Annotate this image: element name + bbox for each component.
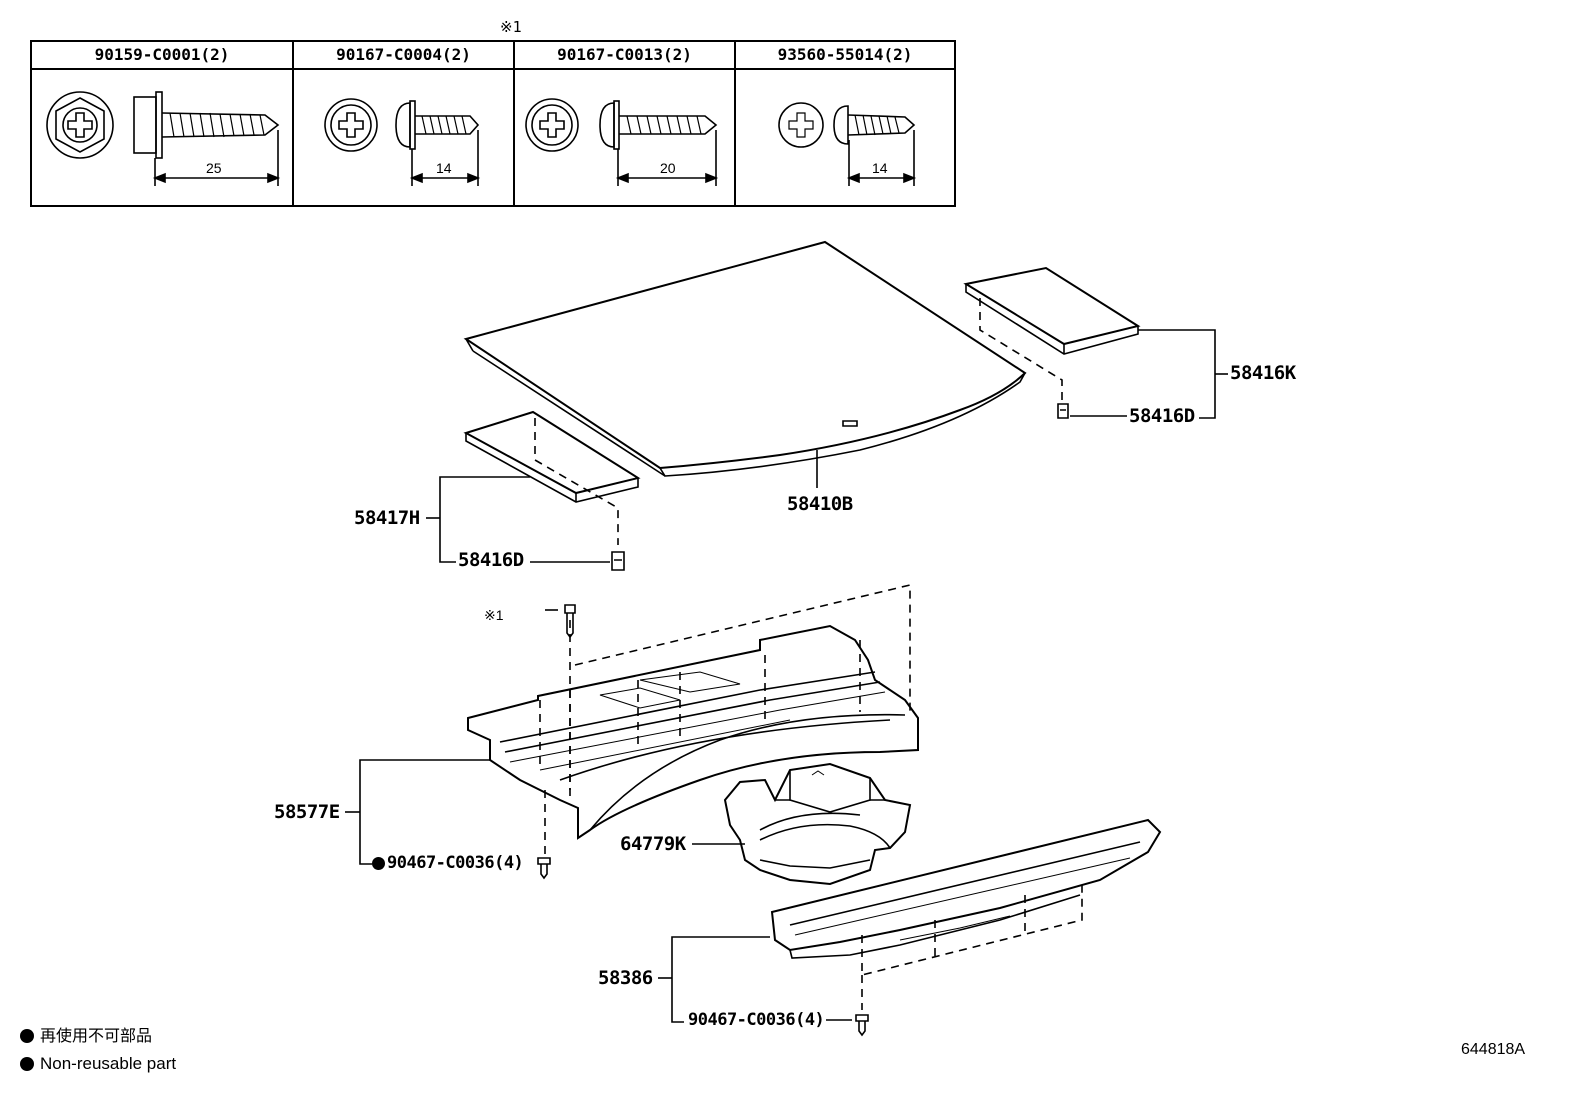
- pan-screw-icon: [525, 98, 719, 186]
- table-header-part-number: 90167-C0013(2): [557, 45, 692, 64]
- callout-58416K: 58416K: [1230, 362, 1296, 384]
- rear-scuff-plate: [658, 818, 1162, 1037]
- hex-screw-icon: [46, 91, 281, 186]
- pan-screw-icon: [324, 98, 481, 186]
- table-note-mark: ※1: [500, 18, 522, 36]
- left-floor-cover: [426, 410, 641, 571]
- fastener-table: [30, 40, 956, 207]
- screw-length-dimension: 25: [206, 160, 222, 176]
- non-reusable-dot-icon: [372, 857, 385, 870]
- tray-clip-part-number: 90467-C0036(4): [387, 853, 524, 873]
- callout-tray-clip: 90467-C0036(4): [372, 853, 524, 873]
- non-reusable-dot-icon: [20, 1029, 34, 1043]
- deck-board: [463, 240, 1027, 488]
- callout-58386: 58386: [598, 967, 653, 989]
- figure-id: 644818A: [1461, 1041, 1526, 1058]
- screw-length-dimension: 14: [872, 160, 888, 176]
- legend-japanese: 再使用不可部品: [20, 1029, 152, 1045]
- callout-note-ref: ※1: [484, 607, 504, 623]
- screw-length-dimension: 14: [436, 160, 452, 176]
- legend-english: Non-reusable part: [20, 1055, 176, 1072]
- spare-tire-block: [692, 762, 912, 886]
- callout-58577E: 58577E: [274, 801, 340, 823]
- callout-58416D-right: 58416D: [1129, 405, 1195, 427]
- right-floor-cover: [963, 266, 1228, 419]
- tapping-screw-icon: [778, 102, 917, 186]
- luggage-tray: [345, 583, 919, 880]
- screw-length-dimension: 20: [660, 160, 676, 176]
- callout-58410B: 58410B: [787, 493, 853, 515]
- table-header-part-number: 93560-55014(2): [777, 45, 913, 64]
- non-reusable-dot-icon: [20, 1057, 34, 1071]
- table-header-part-number: 90159-C0001(2): [94, 45, 230, 64]
- table-header-part-number: 90167-C0004(2): [336, 45, 471, 64]
- callout-64779K: 64779K: [620, 833, 686, 855]
- callout-58417H: 58417H: [354, 507, 420, 529]
- callout-58416D-left: 58416D: [458, 549, 524, 571]
- callout-scuff-clip: 90467-C0036(4): [688, 1010, 825, 1030]
